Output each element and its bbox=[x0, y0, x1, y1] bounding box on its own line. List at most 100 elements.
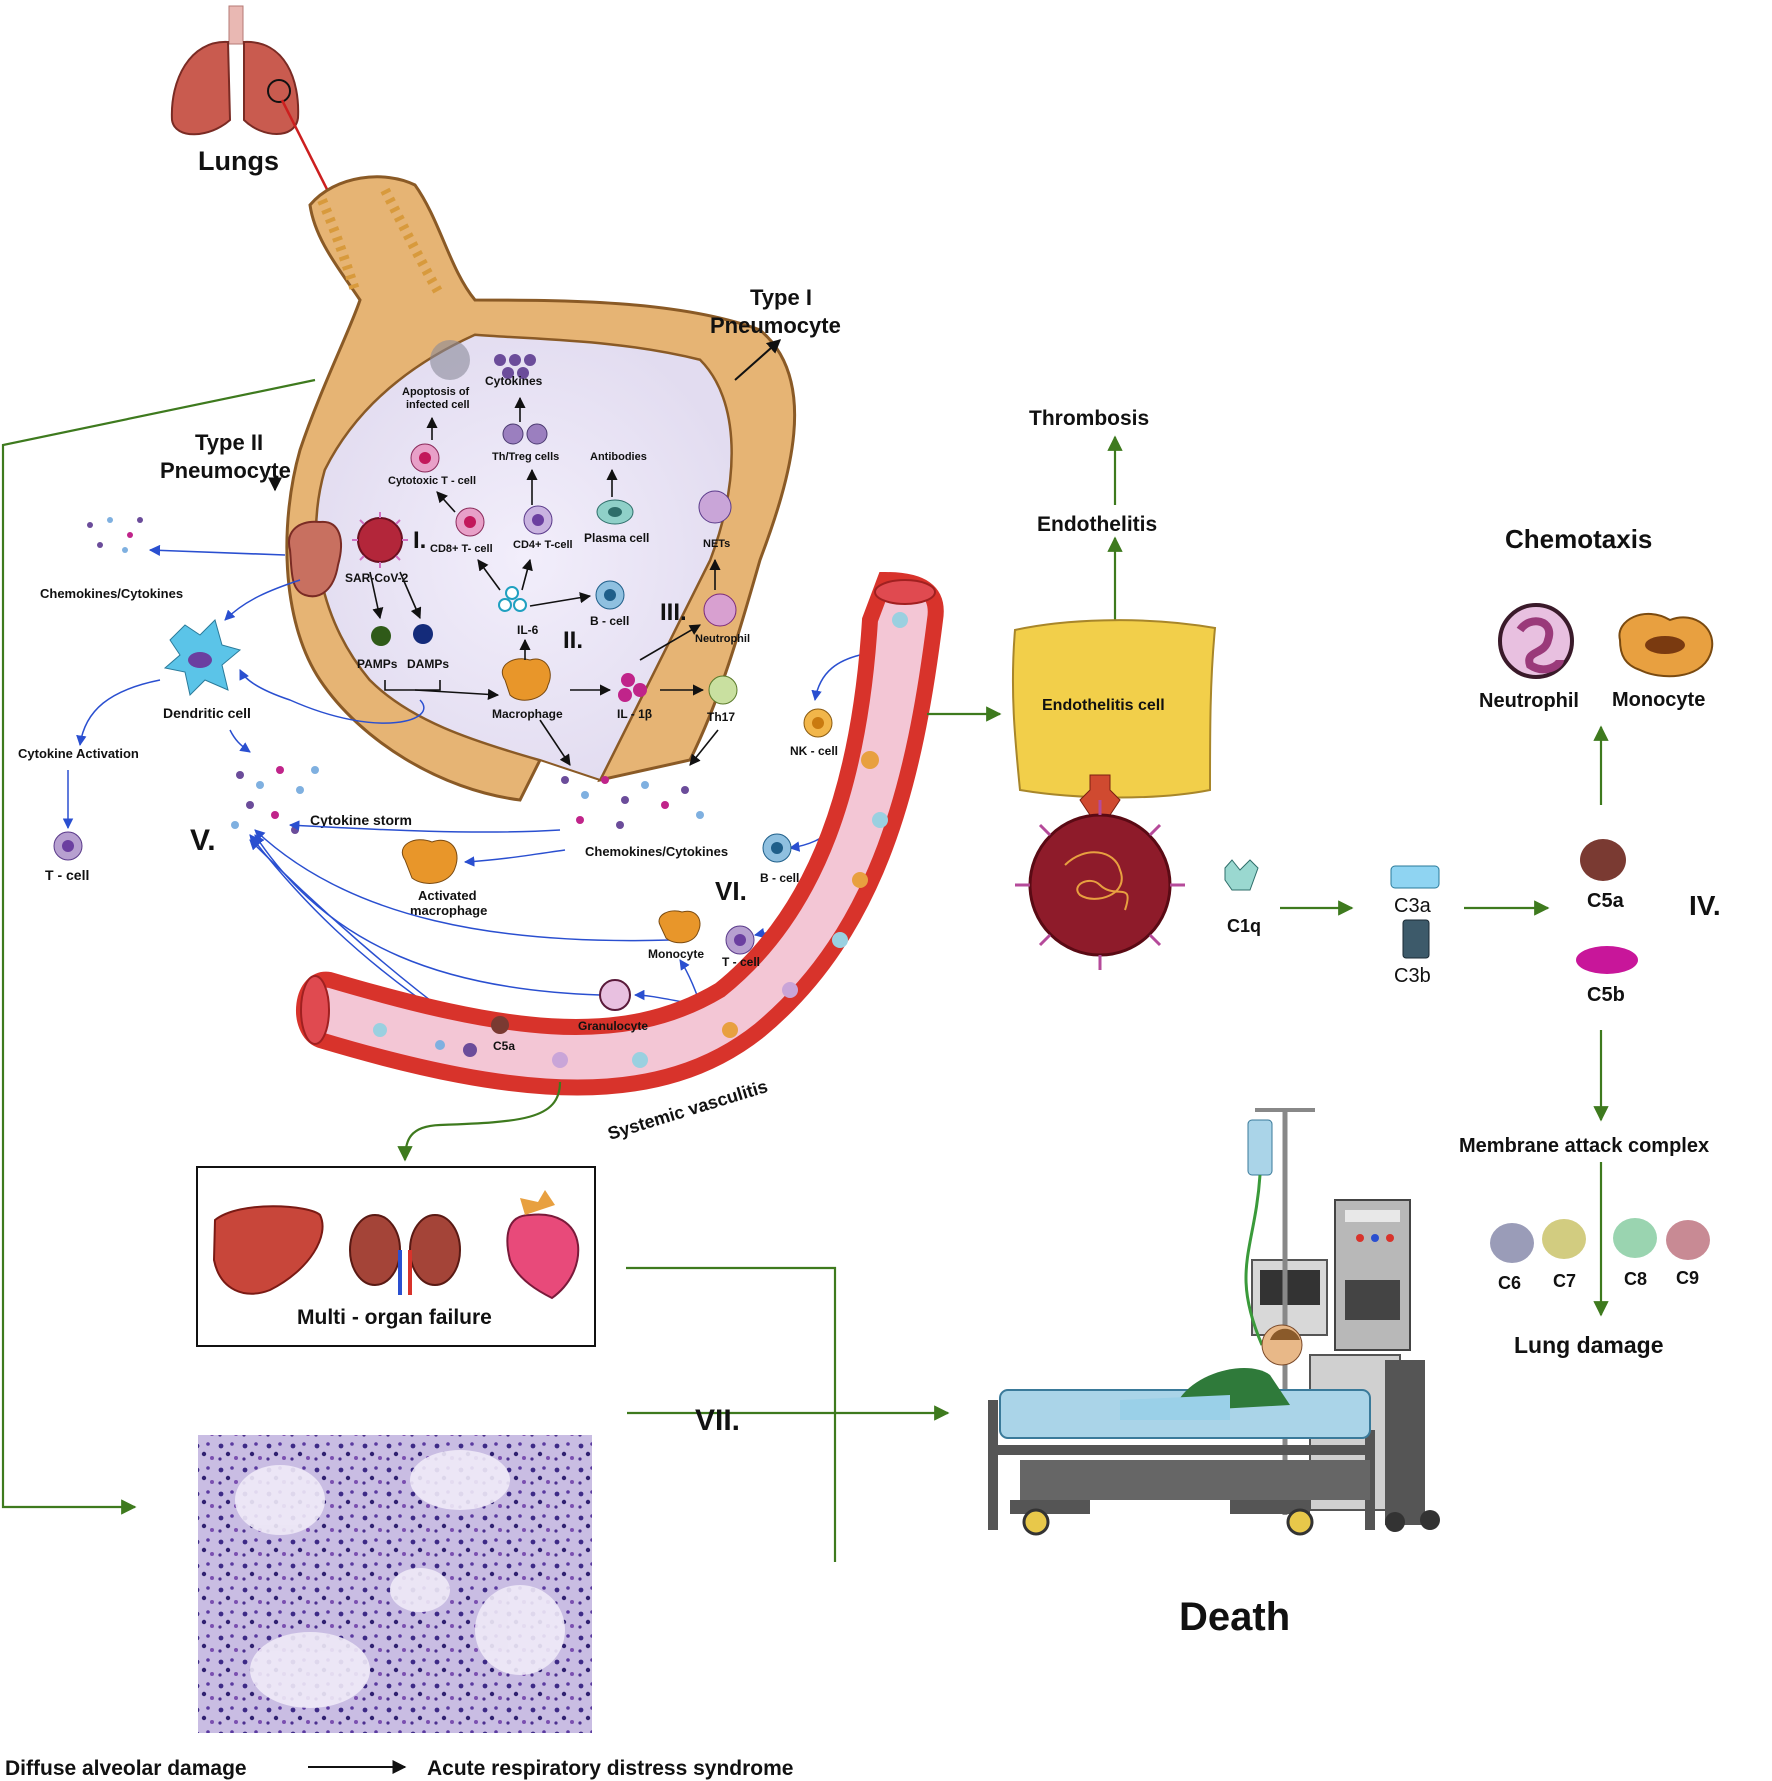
cd8-label: CD8+ T- cell bbox=[430, 543, 493, 555]
mac-label: Membrane attack complex bbox=[1459, 1135, 1709, 1157]
c5b-label: C5b bbox=[1587, 984, 1625, 1006]
heart-icon bbox=[506, 1190, 580, 1300]
tcell-left-label: T - cell bbox=[45, 867, 89, 883]
stage-iv: IV. bbox=[1689, 890, 1721, 921]
c8-label: C8 bbox=[1624, 1269, 1647, 1289]
kidneys-icon bbox=[349, 1214, 461, 1295]
neutrophil-icon bbox=[1498, 603, 1574, 679]
nk-label: NK - cell bbox=[790, 744, 838, 758]
th-treg-label: Th/Treg cells bbox=[492, 451, 559, 463]
c5a-label: C5a bbox=[1587, 890, 1625, 912]
stage-i: I. bbox=[413, 527, 426, 554]
chemokines-center-label: Chemokines/Cytokines bbox=[585, 844, 728, 859]
nets-label: NETs bbox=[703, 538, 730, 550]
death-label: Death bbox=[1179, 1595, 1290, 1639]
c3b-label: C3b bbox=[1394, 965, 1431, 987]
type1-arrow bbox=[734, 339, 782, 381]
c5a-icon bbox=[1580, 839, 1626, 881]
damps-label: DAMPs bbox=[407, 657, 449, 671]
thrombosis-label: Thrombosis bbox=[1029, 407, 1149, 430]
stage-iii: III. bbox=[660, 599, 687, 626]
neutrophil-label: Neutrophil bbox=[1479, 690, 1579, 712]
alveolus-cells bbox=[371, 340, 738, 705]
antibodies-label: Antibodies bbox=[590, 451, 647, 463]
bcell-vessel-label: B - cell bbox=[760, 871, 799, 885]
chemokines-dots-left bbox=[87, 517, 143, 553]
endothelitis-label: Endothelitis bbox=[1037, 513, 1157, 536]
endothelitis-cell-label: Endothelitis cell bbox=[1042, 697, 1165, 714]
blood-vessel bbox=[296, 571, 944, 1096]
sars-cov-2-virus-small bbox=[352, 512, 408, 568]
monocyte-vessel-label: Monocyte bbox=[648, 947, 704, 961]
c7-label: C7 bbox=[1553, 1271, 1576, 1291]
bcell-inner-label: B - cell bbox=[590, 614, 629, 628]
cytokines-label: Cytokines bbox=[485, 374, 543, 388]
stage-vii: VII. bbox=[695, 1404, 740, 1437]
monocyte-icon bbox=[1618, 612, 1714, 678]
ace2-receptor bbox=[1079, 774, 1121, 816]
multi-organ-label: Multi - organ failure bbox=[297, 1306, 492, 1329]
il6-label: IL-6 bbox=[517, 623, 539, 637]
icu-bed-illustration bbox=[988, 1108, 1440, 1536]
lung-damage-label: Lung damage bbox=[1514, 1332, 1664, 1358]
type1-label-a: Type I bbox=[750, 285, 812, 310]
cytokine-storm-label: Cytokine storm bbox=[310, 812, 412, 828]
c5a-vessel-icon bbox=[491, 1016, 509, 1034]
c1q-label: C1q bbox=[1227, 916, 1261, 936]
liver-icon bbox=[212, 1205, 324, 1295]
c9-label: C9 bbox=[1676, 1268, 1699, 1288]
apoptosis-label-a: Apoptosis of bbox=[402, 386, 470, 398]
macrophage-label: Macrophage bbox=[492, 707, 563, 721]
cytotoxic-label: Cytotoxic T - cell bbox=[388, 475, 476, 487]
cytokine-storm-dots bbox=[231, 766, 319, 834]
sars-label: SAR-CoV-2 bbox=[345, 571, 409, 585]
activated-label-b: macrophage bbox=[410, 903, 487, 918]
th17-label: Th17 bbox=[707, 710, 735, 724]
type2-label-a: Type II bbox=[195, 430, 263, 455]
tcell-vessel-label: T - cell bbox=[722, 955, 760, 969]
apoptosis-label-b: infected cell bbox=[406, 399, 470, 411]
flow-arrows bbox=[1, 378, 1609, 1562]
neutrophil-inner-label: Neutrophil bbox=[695, 633, 750, 645]
cd4-label: CD4+ T-cell bbox=[513, 539, 573, 551]
lungs-label: Lungs bbox=[198, 146, 279, 176]
c5a-vessel-label: C5a bbox=[493, 1039, 515, 1053]
ards-label: Acute respiratory distress syndrome bbox=[427, 1757, 793, 1780]
infected-type2-cell bbox=[288, 520, 342, 598]
type1-label-b: Pneumocyte bbox=[710, 313, 841, 338]
stage-ii: II. bbox=[563, 627, 583, 654]
granulocyte-label: Granulocyte bbox=[578, 1019, 648, 1033]
chemokines-center-dots bbox=[561, 776, 704, 829]
stage-vi: VI. bbox=[715, 876, 747, 906]
inner-arrows bbox=[369, 396, 721, 766]
sars-cov-2-virus-large bbox=[1015, 800, 1185, 970]
c6-label: C6 bbox=[1498, 1273, 1521, 1293]
c3b-icon bbox=[1402, 919, 1430, 959]
monocyte-vessel-icon bbox=[658, 910, 701, 944]
plasma-label: Plasma cell bbox=[584, 531, 649, 545]
activated-label-a: Activated bbox=[418, 888, 477, 903]
stage-v: V. bbox=[190, 824, 216, 857]
lungs-illustration bbox=[170, 5, 300, 136]
arrow-type2-to-chemokines bbox=[148, 544, 286, 556]
granulocyte-icon bbox=[599, 979, 631, 1011]
dendritic-cell-icon bbox=[163, 619, 242, 697]
endothelitis-cell bbox=[1011, 619, 1217, 799]
c1q-icon bbox=[1224, 859, 1259, 891]
monocyte-label: Monocyte bbox=[1612, 689, 1705, 711]
activated-macrophage-icon bbox=[402, 839, 458, 884]
dendritic-label: Dendritic cell bbox=[163, 705, 251, 721]
chemokines-left-label: Chemokines/Cytokines bbox=[40, 586, 183, 601]
type2-label-b: Pneumocyte bbox=[160, 458, 291, 483]
c3a-icon bbox=[1390, 865, 1440, 889]
cytokine-activation-label: Cytokine Activation bbox=[18, 746, 139, 761]
c5b-icon bbox=[1576, 946, 1638, 974]
c3a-label: C3a bbox=[1394, 895, 1432, 917]
histology-alveolar-spaces bbox=[235, 1450, 565, 1708]
dad-label: Diffuse alveolar damage bbox=[5, 1757, 247, 1780]
il1b-label: IL - 1β bbox=[617, 707, 652, 721]
pamps-label: PAMPs bbox=[357, 657, 398, 671]
mac-components bbox=[1490, 1218, 1710, 1263]
chemotaxis-label: Chemotaxis bbox=[1505, 524, 1652, 554]
